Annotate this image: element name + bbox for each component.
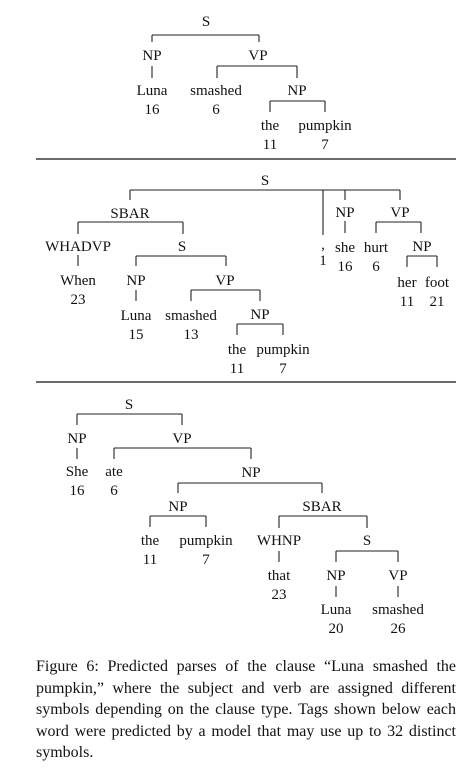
node-np-subject: NP [142, 48, 161, 64]
node-sbar: SBAR [110, 206, 149, 222]
tag-the: 11 [143, 552, 157, 568]
word-luna: Luna [121, 308, 152, 324]
node-np-inner: NP [168, 499, 187, 515]
word-luna: Luna [137, 83, 168, 99]
node-vp: VP [248, 48, 267, 64]
node-s-inner: S [178, 239, 186, 255]
node-vp-hurt: VP [390, 205, 409, 221]
word-smashed: smashed [372, 602, 424, 618]
tag-pumpkin: 7 [202, 552, 210, 568]
word-the: the [228, 342, 247, 358]
word-ate: ate [105, 464, 123, 480]
tag-comma: 1 [319, 253, 327, 269]
word-luna: Luna [321, 602, 352, 618]
node-vp-smashed: VP [388, 568, 407, 584]
node-np-luna: NP [326, 568, 345, 584]
tag-smashed: 6 [212, 102, 220, 118]
tag-pumpkin: 7 [321, 137, 329, 153]
word-her: her [397, 275, 416, 291]
tag-luna: 16 [145, 102, 161, 118]
node-np-she: NP [335, 205, 354, 221]
word-that: that [268, 568, 291, 584]
parse-tree-1: S NP VP NP Luna 16 smashed 6 the 11 pump… [137, 14, 353, 153]
tag-ate: 6 [110, 483, 118, 499]
parse-trees-figure: S NP VP NP Luna 16 smashed 6 the 11 pump… [36, 14, 456, 637]
tag-luna: 15 [129, 327, 144, 343]
tag-she: 16 [70, 483, 86, 499]
node-np-she: NP [67, 431, 86, 447]
node-np-object: NP [287, 83, 306, 99]
tag-the: 11 [263, 137, 277, 153]
word-smashed: smashed [165, 308, 217, 324]
node-whnp: WHNP [257, 533, 301, 549]
node-np-inner-object: NP [250, 307, 269, 323]
parse-tree-2: S SBAR WHADVP S NP VP NP NP VP NP When 2… [45, 173, 450, 377]
node-s: S [125, 397, 133, 413]
tag-she: 16 [338, 259, 354, 275]
word-comma: , [321, 237, 325, 253]
word-when: When [60, 273, 96, 289]
node-s-inner: S [363, 533, 371, 549]
node-np-inner: NP [126, 273, 145, 289]
node-whadvp: WHADVP [45, 239, 111, 255]
node-s: S [261, 173, 269, 189]
node-sbar: SBAR [302, 499, 341, 515]
tag-when: 23 [71, 292, 86, 308]
node-s: S [202, 14, 210, 30]
word-foot: foot [425, 275, 450, 291]
tag-smashed: 26 [391, 621, 407, 637]
word-pumpkin: pumpkin [256, 342, 310, 358]
tag-hurt: 6 [372, 259, 380, 275]
tag-pumpkin: 7 [279, 361, 287, 377]
node-np-foot: NP [412, 239, 431, 255]
word-pumpkin: pumpkin [179, 533, 233, 549]
word-she: She [66, 464, 89, 480]
word-she: she [335, 240, 355, 256]
word-hurt: hurt [364, 240, 389, 256]
tag-smashed: 13 [184, 327, 199, 343]
tag-the: 11 [230, 361, 244, 377]
tag-her: 11 [400, 294, 414, 310]
node-vp: VP [172, 431, 191, 447]
figure-caption: Figure 6: Predicted parses of the clause… [36, 658, 456, 761]
word-smashed: smashed [190, 83, 242, 99]
word-pumpkin: pumpkin [298, 118, 352, 134]
tag-luna: 20 [329, 621, 344, 637]
node-vp-inner: VP [215, 273, 234, 289]
tag-that: 23 [272, 587, 287, 603]
word-the: the [261, 118, 280, 134]
word-the: the [141, 533, 160, 549]
parse-tree-3: S NP VP NP NP SBAR WHNP S NP VP She 16 a… [66, 397, 425, 637]
tag-foot: 21 [430, 294, 445, 310]
node-np-object: NP [241, 465, 260, 481]
